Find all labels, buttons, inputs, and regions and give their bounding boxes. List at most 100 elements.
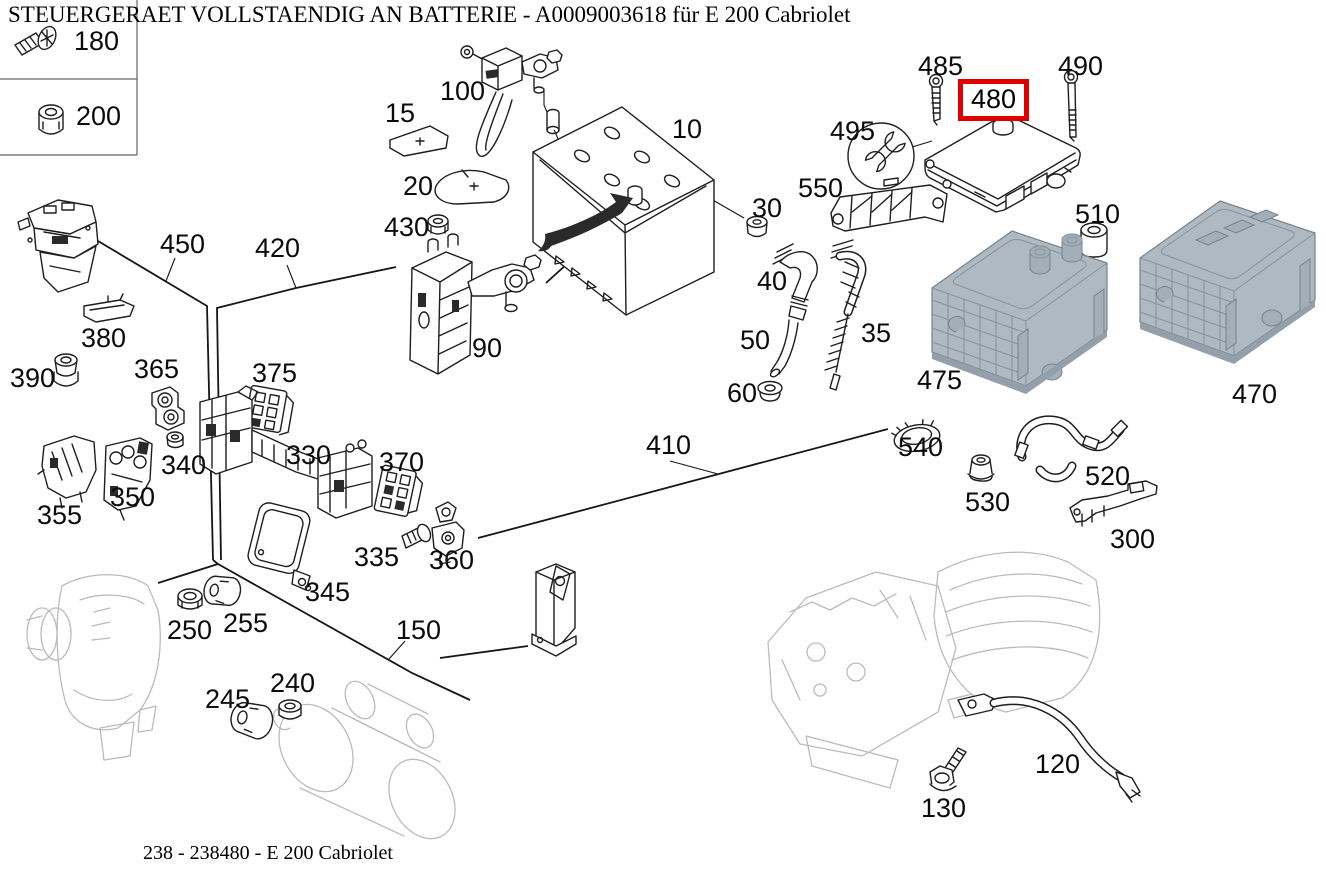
part-label-30[interactable]: 30	[752, 193, 783, 223]
ground-strap-drawing	[957, 693, 1141, 803]
spacer-pad-drawing	[389, 125, 449, 157]
fuse-holder-drawing	[17, 199, 99, 293]
part-label-540[interactable]: 540	[898, 432, 944, 462]
clamp-360-drawing	[431, 501, 465, 565]
alternator-drawing	[26, 574, 161, 761]
grommet-60-drawing	[757, 380, 783, 402]
part-label-130[interactable]: 130	[921, 793, 967, 823]
bracket-375-drawing	[244, 384, 295, 436]
part-label-380[interactable]: 380	[81, 323, 127, 353]
part-label-375[interactable]: 375	[252, 358, 298, 388]
part-label-180[interactable]: 180	[74, 26, 120, 56]
bolt-130-drawing	[929, 747, 967, 792]
support-rail-drawing	[830, 177, 948, 232]
part-label-40[interactable]: 40	[757, 266, 788, 296]
holder-clip-drawing	[151, 386, 185, 431]
small-grommet-drawing	[166, 431, 184, 449]
part-label-430[interactable]: 430	[384, 212, 430, 242]
page-title: STEUERGERAET VOLLSTAENDIG AN BATTERIE - …	[8, 2, 851, 27]
module-connector-towers	[1029, 233, 1083, 275]
fuse-box-drawing	[531, 563, 577, 657]
battery-drawing	[532, 106, 715, 316]
part-label-20[interactable]: 20	[403, 171, 434, 201]
nut-250-drawing	[177, 588, 203, 610]
control-unit-drawing	[924, 114, 1081, 213]
part-label-10[interactable]: 10	[672, 114, 703, 144]
wrench-icon	[847, 122, 915, 190]
legend-box	[0, 0, 138, 156]
part-label-245[interactable]: 245	[205, 684, 251, 714]
part-label-100[interactable]: 100	[440, 76, 486, 106]
arrow-icon	[538, 193, 633, 252]
bushing-245-drawing	[230, 701, 274, 740]
stud-30-drawing	[746, 215, 768, 238]
part-label-250[interactable]: 250	[167, 615, 213, 645]
harness-arm-drawing	[199, 385, 373, 519]
screw-icon	[14, 25, 57, 56]
part-label-490[interactable]: 490	[1058, 51, 1104, 81]
part-label-90[interactable]: 90	[472, 333, 503, 363]
part-label-255[interactable]: 255	[223, 608, 269, 638]
flange-nut-drawing	[53, 353, 79, 387]
part-label-355[interactable]: 355	[37, 500, 83, 530]
part-label-475[interactable]: 475	[917, 365, 963, 395]
screw-335-drawing	[401, 523, 432, 549]
vent-hose-520-drawing	[1014, 415, 1129, 483]
part-label-350[interactable]: 350	[110, 482, 156, 512]
part-label-335[interactable]: 335	[354, 542, 400, 572]
bracket-350-drawing	[103, 437, 153, 521]
part-label-410[interactable]: 410	[646, 430, 692, 460]
part-label-300[interactable]: 300	[1110, 524, 1156, 554]
part-label-240[interactable]: 240	[270, 668, 316, 698]
part-label-480-highlighted[interactable]: 480	[958, 79, 1030, 121]
part-label-420[interactable]: 420	[255, 233, 301, 263]
part-label-370[interactable]: 370	[379, 447, 425, 477]
part-label-530[interactable]: 530	[965, 487, 1011, 517]
battery-module-470-drawing	[1139, 200, 1316, 364]
sleeve-510-drawing	[1080, 222, 1108, 258]
part-label-495[interactable]: 495	[830, 116, 876, 146]
part-label-485[interactable]: 485	[918, 51, 964, 81]
screw-490-drawing	[1063, 69, 1079, 142]
nut-icon	[38, 104, 64, 135]
screw-485-drawing	[928, 73, 944, 126]
part-label-470[interactable]: 470	[1232, 379, 1278, 409]
bracket-355-drawing	[37, 435, 97, 509]
grommet-540-drawing	[891, 418, 941, 453]
part-label-150[interactable]: 150	[396, 615, 442, 645]
elbow-hose-40-drawing	[772, 243, 818, 321]
hex-nut-drawing	[427, 214, 449, 235]
part-label-35[interactable]: 35	[861, 318, 892, 348]
part-label-340[interactable]: 340	[161, 450, 207, 480]
part-label-365[interactable]: 365	[134, 354, 180, 384]
terminal-bracket-drawing	[409, 233, 542, 375]
part-label-360[interactable]: 360	[429, 545, 475, 575]
hose-35-drawing	[824, 239, 867, 391]
bracket-370-drawing	[373, 464, 424, 517]
cover-345-drawing	[247, 502, 312, 592]
engine-transmission-drawing	[767, 551, 1101, 789]
part-label-510[interactable]: 510	[1075, 199, 1121, 229]
battery-module-475-drawing	[931, 230, 1108, 394]
bracket-300-drawing	[1069, 480, 1158, 527]
part-label-520[interactable]: 520	[1085, 461, 1131, 491]
nut-530-drawing	[967, 454, 995, 482]
tube-50-drawing	[769, 319, 799, 378]
part-label-15[interactable]: 15	[385, 98, 416, 128]
part-label-330[interactable]: 330	[286, 440, 332, 470]
part-label-200[interactable]: 200	[76, 101, 122, 131]
part-label-390[interactable]: 390	[10, 363, 56, 393]
part-label-120[interactable]: 120	[1035, 749, 1081, 779]
cover-pad-drawing	[434, 169, 510, 205]
part-label-550[interactable]: 550	[798, 173, 844, 203]
nut-240-drawing	[278, 699, 302, 720]
small-cover-drawing	[83, 293, 135, 323]
battery-terminal-sensor-drawing	[460, 45, 563, 157]
part-label-450[interactable]: 450	[160, 229, 206, 259]
part-label-345[interactable]: 345	[305, 577, 351, 607]
bushing-255-drawing	[203, 575, 242, 607]
part-label-50[interactable]: 50	[740, 325, 771, 355]
part-label-60[interactable]: 60	[727, 378, 758, 408]
